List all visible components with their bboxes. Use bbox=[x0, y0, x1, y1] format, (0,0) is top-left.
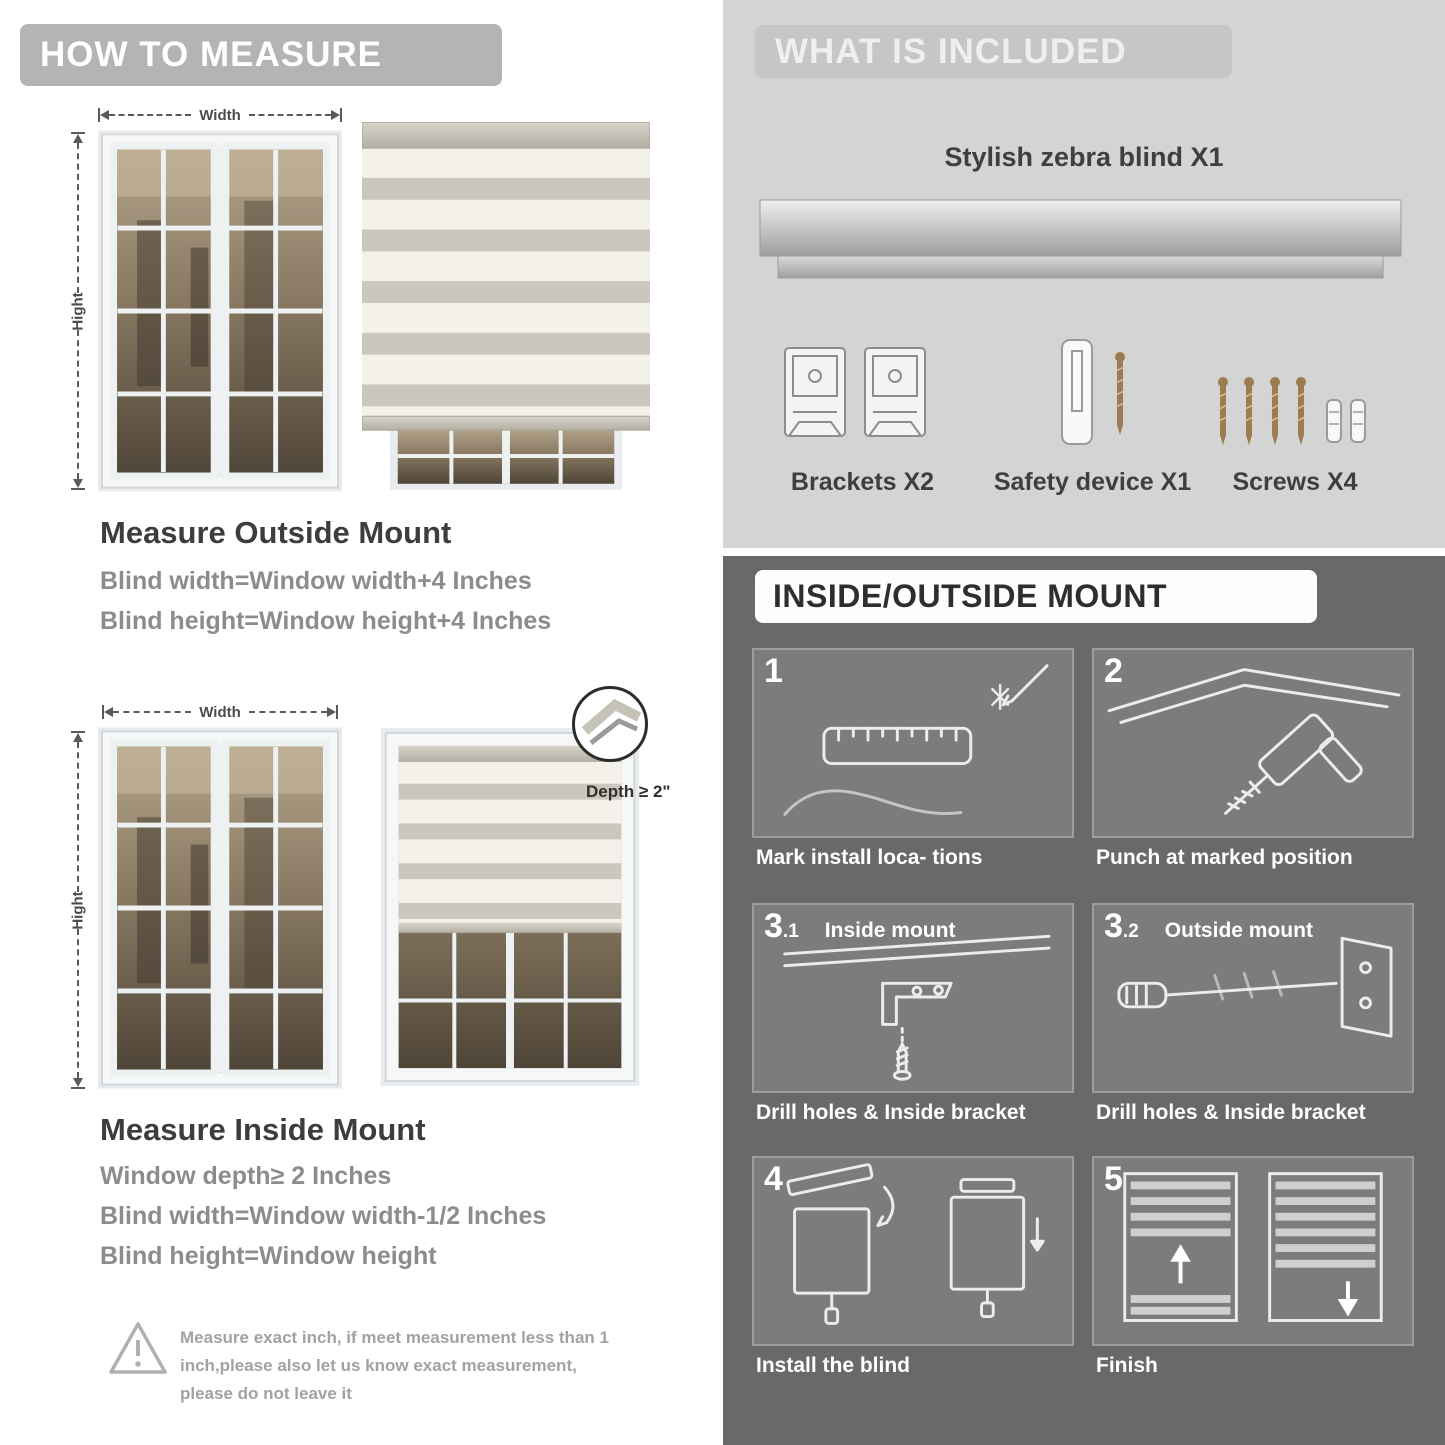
step-number: 4 bbox=[764, 1160, 783, 1198]
how-to-measure-header: HOW TO MEASURE bbox=[20, 24, 502, 86]
step1-caption: Mark install loca- tions bbox=[756, 846, 983, 869]
step-panel-4: 4 bbox=[752, 1156, 1074, 1346]
step3-2-caption: Drill holes & Inside bracket bbox=[1096, 1101, 1366, 1124]
arrow-line bbox=[77, 928, 79, 1078]
arrow-down-icon bbox=[73, 479, 83, 488]
outside-height-formula: Blind height=Window height+4 Inches bbox=[100, 607, 552, 635]
safety-device-label: Safety device X1 bbox=[993, 468, 1192, 496]
arrow-up-icon bbox=[73, 733, 83, 742]
step-number: 5 bbox=[1104, 1160, 1123, 1198]
warning-icon bbox=[109, 1322, 167, 1374]
step3-1-caption: Drill holes & Inside bracket bbox=[756, 1101, 1026, 1124]
depth-zoom-circle-icon bbox=[572, 686, 648, 762]
step5-caption: Finish bbox=[1096, 1354, 1158, 1377]
arrow-tick bbox=[71, 488, 85, 490]
zebra-blind-illustration-outside bbox=[362, 122, 650, 490]
step3-1-illustration bbox=[783, 934, 1051, 1081]
arrow-right-icon bbox=[331, 110, 341, 120]
arrow-line bbox=[77, 742, 79, 892]
outside-width-formula: Blind width=Window width+4 Inches bbox=[100, 567, 532, 595]
step-number: 2 bbox=[1104, 652, 1123, 690]
inside-height-formula: Blind height=Window height bbox=[100, 1242, 437, 1270]
arrow-line bbox=[113, 711, 192, 713]
window-illustration-outside bbox=[98, 128, 342, 494]
height-arrow: Hight bbox=[68, 731, 88, 1089]
brackets-illustration bbox=[784, 347, 926, 437]
mount-header: INSIDE/OUTSIDE MOUNT bbox=[755, 570, 1317, 623]
depth-label: Depth ≥ 2" bbox=[586, 782, 671, 801]
screws-label: Screws X4 bbox=[1232, 468, 1358, 496]
screws-illustration bbox=[1218, 377, 1366, 445]
inside-width-formula: Blind width=Window width-1/2 Inches bbox=[100, 1202, 547, 1230]
arrow-up-icon bbox=[73, 134, 83, 143]
inside-depth-formula: Window depth≥ 2 Inches bbox=[100, 1162, 392, 1190]
width-arrow: Width bbox=[98, 106, 343, 124]
arrow-left-icon bbox=[100, 110, 109, 120]
arrow-line bbox=[77, 329, 79, 479]
arrow-line bbox=[109, 114, 192, 116]
height-arrow: Hight bbox=[68, 132, 88, 490]
measure-note: Measure exact inch, if meet measurement … bbox=[180, 1328, 609, 1404]
height-label: Hight bbox=[69, 890, 87, 930]
arrow-tick bbox=[71, 132, 85, 134]
height-label: Hight bbox=[69, 291, 87, 331]
step4-caption: Install the blind bbox=[756, 1354, 911, 1377]
step2-caption: Punch at marked position bbox=[1096, 846, 1353, 869]
arrow-right-icon bbox=[327, 707, 337, 717]
arrow-down-icon bbox=[73, 1078, 83, 1087]
arrow-tick bbox=[71, 1087, 85, 1089]
inside-mount-title: Measure Inside Mount bbox=[100, 1112, 426, 1147]
step-panel-2: 2 bbox=[1092, 648, 1414, 838]
step2-illustration bbox=[1107, 668, 1401, 815]
width-arrow: Width bbox=[102, 703, 339, 721]
step-panel-5: 5 bbox=[1092, 1156, 1414, 1346]
arrow-tick bbox=[98, 108, 100, 122]
included-header: WHAT IS INCLUDED bbox=[755, 25, 1232, 78]
arrow-tick bbox=[71, 731, 85, 733]
arrow-line bbox=[77, 143, 79, 293]
arrow-left-icon bbox=[104, 707, 113, 717]
product-title: Stylish zebra blind X1 bbox=[944, 142, 1224, 172]
width-label: Width bbox=[199, 703, 241, 721]
outside-mount-title: Measure Outside Mount bbox=[100, 515, 452, 550]
step-number: 1 bbox=[764, 652, 783, 690]
step4-illustration bbox=[786, 1163, 1045, 1325]
arrow-line bbox=[248, 711, 328, 713]
step1-illustration bbox=[783, 664, 1049, 816]
window-illustration-inside bbox=[98, 725, 342, 1091]
headrail-illustration bbox=[759, 199, 1402, 279]
arrow-line bbox=[248, 114, 332, 116]
step5-illustration bbox=[1123, 1172, 1383, 1322]
brackets-label: Brackets X2 bbox=[790, 468, 935, 496]
arrow-tick bbox=[102, 705, 104, 719]
width-label: Width bbox=[199, 106, 241, 124]
step3-2-illustration bbox=[1117, 936, 1393, 1038]
safety-device-illustration bbox=[1061, 339, 1125, 445]
arrow-tick bbox=[336, 705, 339, 719]
step-panel-1: 1 bbox=[752, 648, 1074, 838]
arrow-tick bbox=[340, 108, 343, 122]
